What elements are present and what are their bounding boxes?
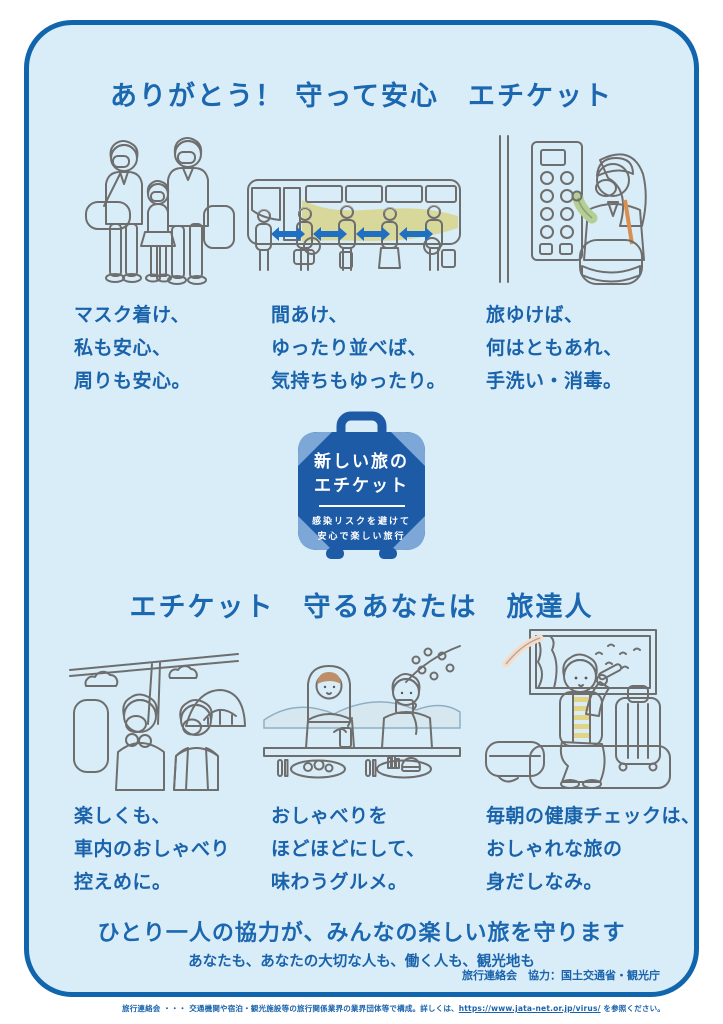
distance-arrow-icons (271, 227, 433, 241)
caption-mask: マスク着け、 私も安心、 周りも安心。 (74, 304, 192, 392)
credit-line: 旅行連絡会 協力：国土交通省・観光庁 (462, 969, 660, 982)
suitcase-icon (298, 411, 425, 559)
caption-distance: 間あけ、 ゆったり並べば、 気持ちもゆったり。 (271, 304, 447, 392)
section-title: エチケット 守るあなたは 旅達人 (129, 592, 594, 623)
badge-divider (318, 505, 405, 507)
caption-quiet-talk: 楽しくも、 車内のおしゃべり 控えめに。 (74, 805, 231, 893)
outdoor-dining-illustration (263, 645, 461, 779)
caption-handwash: 旅ゆけば、 何はともあれ、 手洗い・消毒。 (486, 304, 623, 392)
badge-title-line1: 新しい旅の (314, 452, 409, 472)
bus-queue-distancing-illustration (247, 179, 461, 271)
footer-note-suffix: を参照ください。 (600, 1004, 665, 1013)
footer-note: 旅行連絡会 ・・・ 交通機関や宿泊・観光施設等の旅行関係業界の業界団体等で構成。… (0, 1003, 665, 1014)
badge-sub-line1: 感染リスクを避けて (311, 517, 411, 527)
quiet-bus-window-illustration (69, 653, 246, 791)
family-walking-masks-illustration (85, 137, 235, 285)
footer-link[interactable]: https://www.jata-net.or.jp/virus/ (458, 1004, 601, 1013)
badge-title-line2: エチケット (314, 476, 409, 496)
new-travel-etiquette-badge: 新しい旅の エチケット 感染リスクを避けて 安心で楽しい旅行 (288, 410, 435, 560)
morning-health-check-illustration (485, 629, 671, 789)
page-title: ありがとう！ 守って安心 エチケット (109, 81, 614, 112)
closing-submessage: あなたも、あなたの大切な人も、働く人も、観光地も (188, 954, 535, 970)
footer-note-prefix: 旅行連絡会 ・・・ 交通機関や宿泊・観光施設等の旅行関係業界の業界団体等で構成。… (122, 1004, 459, 1013)
caption-health-check: 毎朝の健康チェックは、 おしゃれな旅の 身だしなみ。 (486, 805, 701, 893)
caption-dining: おしゃべりを ほどほどにして、 味わうグルメ。 (271, 805, 426, 893)
closing-message: ひとり一人の協力が、みんなの楽しい旅を守ります (97, 921, 626, 946)
badge-sub-line2: 安心で楽しい旅行 (317, 532, 406, 542)
elevator-button-press-illustration (499, 135, 647, 285)
